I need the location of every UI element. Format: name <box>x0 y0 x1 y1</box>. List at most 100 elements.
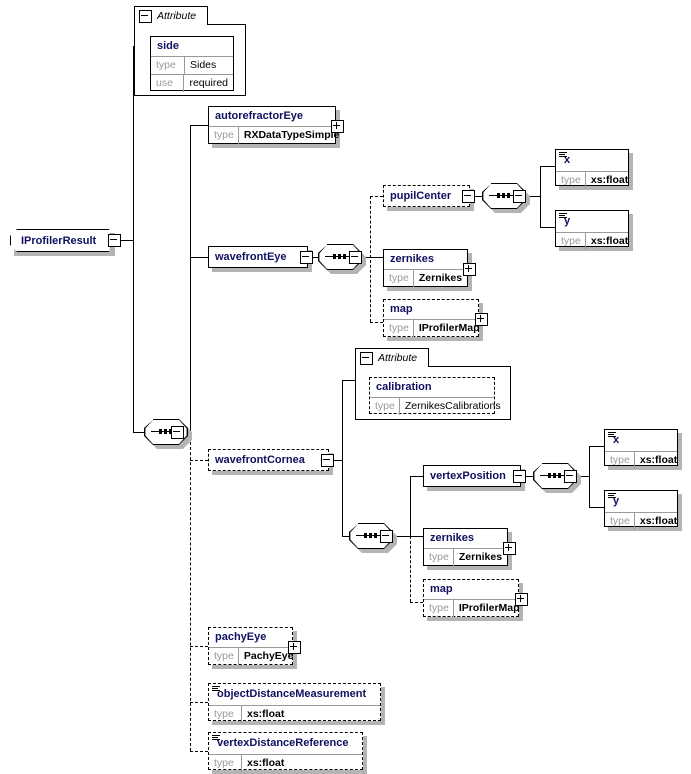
element-autorefractoreye-typerow: type RXDataTypeSimple <box>209 126 339 144</box>
simple-type-lines-icon-x2 <box>608 432 616 438</box>
connector-wavefrontcornea-spine <box>342 380 343 536</box>
element-map-wavefrontcornea-type-label: type <box>424 600 454 617</box>
element-map-wavefrontcornea-typerow: type IProfilerMap <box>424 599 520 617</box>
minus-box-icon-sequence-vertexposition[interactable] <box>564 470 577 483</box>
element-map-wavefronteye-type-label: type <box>384 320 414 337</box>
element-zernikes-wavefronteye-type-value: Zernikes <box>418 272 463 284</box>
minus-box-icon-sequence-pupilcenter[interactable] <box>513 190 526 203</box>
plus-box-icon-zernikes-wavefrontcornea[interactable] <box>503 542 516 555</box>
element-zernikes-wavefrontcornea-type-label: type <box>424 549 454 566</box>
element-pupilcenter-name: pupilCenter <box>390 190 452 202</box>
element-x-pupilcenter-body: x type xs:float <box>555 149 629 189</box>
element-map-wavefrontcornea-body: map type IProfilerMap <box>423 579 520 617</box>
root-label: IProfilerResult <box>21 235 97 247</box>
element-autorefractoreye-type-label: type <box>209 127 239 144</box>
element-map-wavefrontcornea-name: map <box>430 583 453 595</box>
minus-box-icon-attribute-2[interactable] <box>360 351 373 365</box>
sequence-pupilcenter-dots <box>497 193 511 198</box>
plus-box-icon-zernikes-wavefronteye[interactable] <box>463 263 476 276</box>
attribute-side-type-value: Sides <box>190 59 217 71</box>
sequence-root-dots <box>159 429 173 434</box>
element-y-pupilcenter-type-value: xs:float <box>590 235 629 247</box>
element-wavefronteye-body: wavefrontEye <box>208 246 308 268</box>
element-map-wavefronteye-type-value: IProfilerMap <box>418 322 480 334</box>
element-wavefrontcornea-name: wavefrontCornea <box>215 454 305 466</box>
minus-box-icon-wavefrontcornea[interactable] <box>321 454 334 467</box>
element-zernikes-wavefrontcornea-body: zernikes type Zernikes <box>423 528 508 566</box>
element-map-wavefrontcornea[interactable]: map type IProfilerMap <box>423 579 523 621</box>
minus-box-icon-vertexposition[interactable] <box>513 470 526 483</box>
element-x-pupilcenter-name: x <box>564 154 571 166</box>
element-objectdistancemeasurement-typerow: type xs:float <box>209 705 380 723</box>
element-x-pupilcenter-typerow: type xs:float <box>556 171 628 189</box>
attribute-side-use-value: required <box>189 77 228 89</box>
element-autorefractoreye[interactable]: autorefractorEye type RXDataTypeSimple <box>208 106 340 148</box>
attribute-calibration[interactable]: calibration type ZernikesCalibrations <box>369 377 501 418</box>
element-y-vertexposition-body: y type xs:float <box>604 490 678 530</box>
element-x-pupilcenter-type-label: type <box>556 172 586 189</box>
attribute-side[interactable]: side type Sides use required <box>150 36 238 95</box>
minus-box-icon-sequence-wavefronteye[interactable] <box>349 251 362 264</box>
element-wavefronteye[interactable]: wavefrontEye <box>208 246 312 272</box>
element-y-pupilcenter[interactable]: y type xs:float <box>555 210 633 251</box>
plus-box-icon-map-wavefrontcornea[interactable] <box>515 593 528 606</box>
sequence-icon-vertexposition[interactable] <box>533 463 581 493</box>
plus-box-icon-autorefractoreye[interactable] <box>331 120 344 133</box>
sequence-wavefrontcornea-dots <box>364 533 378 538</box>
attribute-side-row-type: type Sides <box>151 56 233 74</box>
root-element-iprofilerresult[interactable]: IProfilerResult <box>10 229 115 256</box>
minus-box-icon-wavefronteye[interactable] <box>300 251 313 264</box>
element-pachyeye[interactable]: pachyEye type PachyEye <box>208 627 297 669</box>
element-zernikes-wavefrontcornea[interactable]: zernikes type Zernikes <box>423 528 512 570</box>
element-vertexdistancereference[interactable]: vertexDistanceReference type xs:float <box>208 732 367 774</box>
plus-box-icon-map-wavefronteye[interactable] <box>475 313 488 326</box>
element-map-wavefronteye-typerow: type IProfilerMap <box>384 319 480 337</box>
simple-type-lines-icon-y2 <box>608 493 616 499</box>
sequence-wavefronteye-dots <box>333 254 347 259</box>
connector-wavefronteye-children-spine <box>370 196 371 322</box>
element-pachyeye-name: pachyEye <box>215 631 267 643</box>
simple-type-lines-icon-x1 <box>559 152 567 158</box>
attribute-group-2-label: Attribute <box>378 351 418 364</box>
element-y-pupilcenter-type-label: type <box>556 233 586 250</box>
element-pupilcenter[interactable]: pupilCenter <box>383 185 474 211</box>
element-map-wavefronteye-body: map type IProfilerMap <box>383 299 480 337</box>
minus-box-icon-sequence-root[interactable] <box>171 426 184 439</box>
attribute-calibration-body: calibration type ZernikesCalibrations <box>369 377 501 415</box>
element-x-vertexposition-type-label: type <box>605 452 635 469</box>
connector-main-spine-dashed <box>190 432 191 751</box>
element-x-vertexposition[interactable]: x type xs:float <box>604 429 682 470</box>
element-vertexposition[interactable]: vertexPosition <box>423 465 525 491</box>
connector-to-root-sequence <box>133 432 144 433</box>
element-y-vertexposition-type-value: xs:float <box>639 515 678 527</box>
element-y-vertexposition[interactable]: y type xs:float <box>604 490 682 531</box>
element-map-wavefronteye[interactable]: map type IProfilerMap <box>383 299 483 341</box>
element-zernikes-wavefronteye[interactable]: zernikes type Zernikes <box>383 249 472 291</box>
element-objectdistancemeasurement[interactable]: objectDistanceMeasurement type xs:float <box>208 683 385 725</box>
element-x-pupilcenter[interactable]: x type xs:float <box>555 149 633 190</box>
element-pachyeye-type-label: type <box>209 648 239 665</box>
plus-box-icon-pachyeye[interactable] <box>288 641 301 654</box>
connector-branch-pachyeye <box>190 646 208 647</box>
minus-box-icon-sequence-wavefrontcornea[interactable] <box>380 530 393 543</box>
connector-cornea-children-spine-solid <box>410 476 411 537</box>
connector-to-zernikes-2 <box>410 536 423 537</box>
simple-type-lines-icon-vertexdistance <box>212 735 220 741</box>
element-wavefronteye-name: wavefrontEye <box>215 251 287 263</box>
attribute-group-2-header[interactable]: Attribute <box>355 348 429 367</box>
minus-box-icon-root[interactable] <box>108 234 121 247</box>
element-zernikes-wavefronteye-typerow: type Zernikes <box>384 269 467 287</box>
connector-vertexposition-to-sequence <box>521 476 533 477</box>
element-y-pupilcenter-name: y <box>564 215 571 227</box>
element-wavefrontcornea[interactable]: wavefrontCornea <box>208 449 333 475</box>
minus-box-icon-attribute-1[interactable] <box>139 9 152 23</box>
element-map-wavefrontcornea-type-value: IProfilerMap <box>458 602 520 614</box>
element-zernikes-wavefrontcornea-typerow: type Zernikes <box>424 548 507 566</box>
element-zernikes-wavefrontcornea-name: zernikes <box>430 532 475 544</box>
element-autorefractoreye-type-value: RXDataTypeSimple <box>243 129 340 141</box>
attribute-group-header[interactable]: Attribute <box>134 6 208 25</box>
element-x-vertexposition-name: x <box>613 434 620 446</box>
connector-pupilcenter-sequence-out <box>521 196 540 197</box>
element-map-wavefronteye-name: map <box>390 303 413 315</box>
minus-box-icon-pupilcenter[interactable] <box>462 190 475 203</box>
